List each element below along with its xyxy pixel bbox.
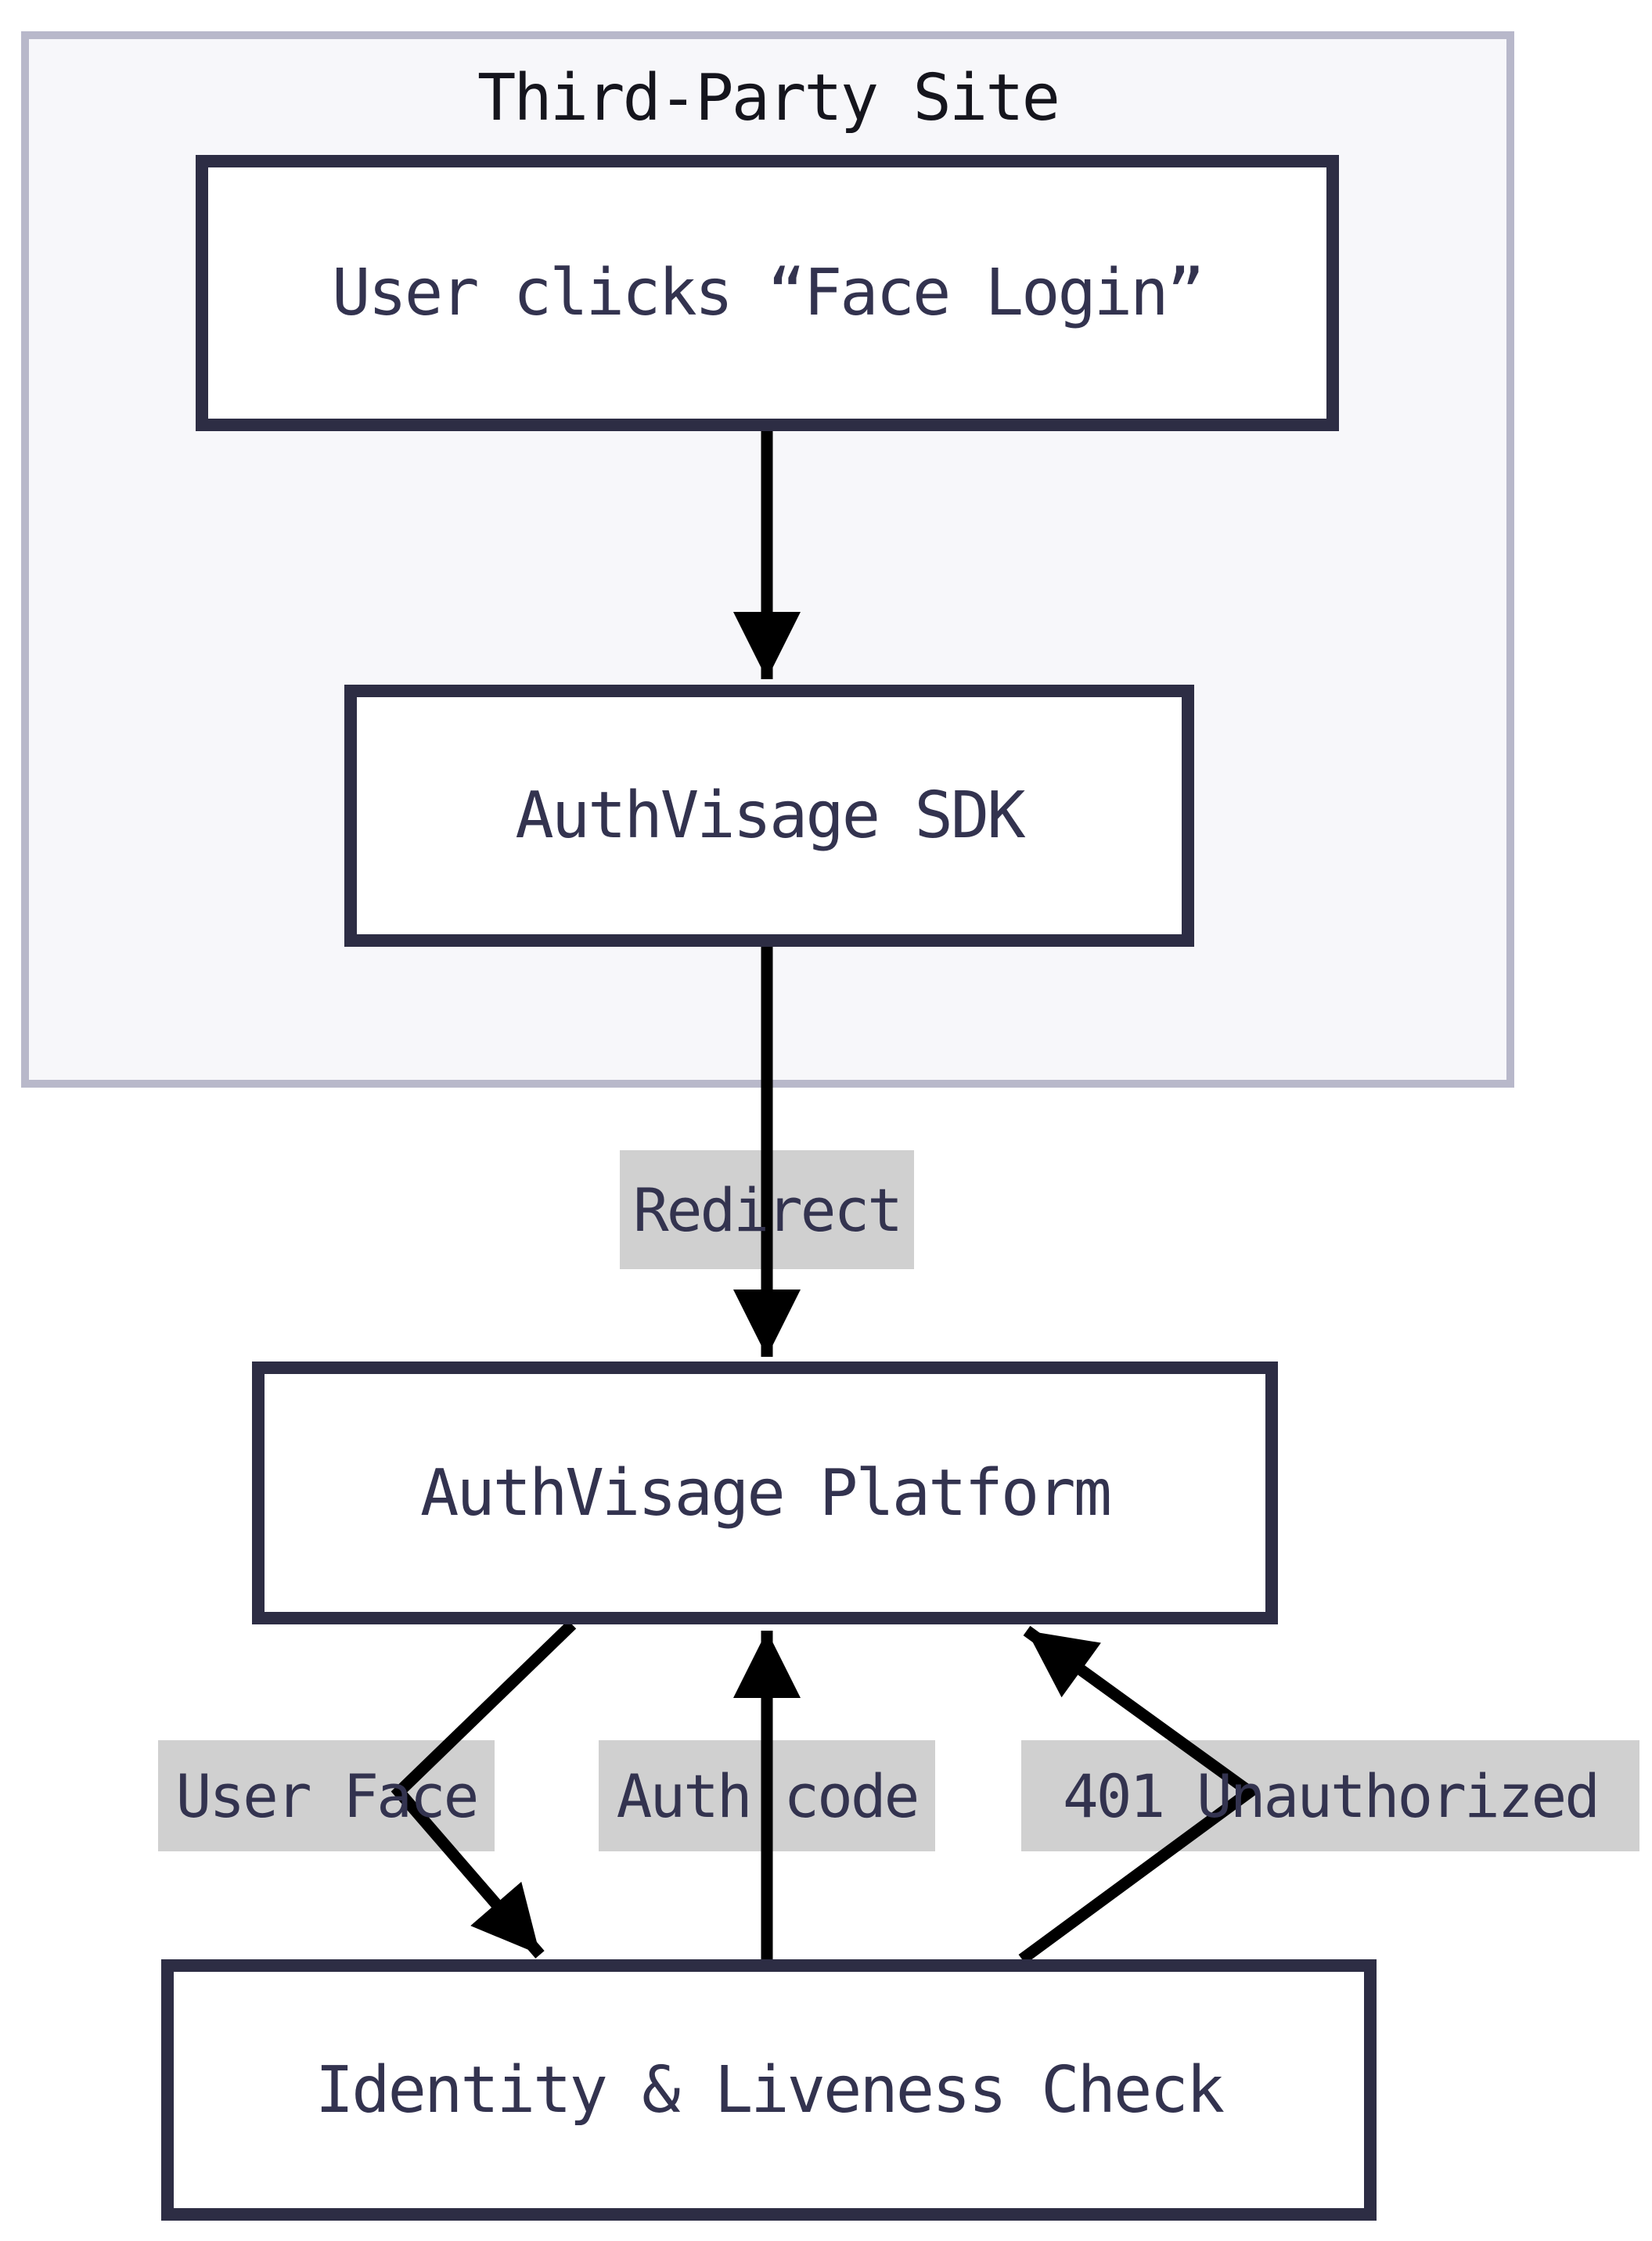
node-user-clicks-label: User clicks “Face Login” — [332, 256, 1205, 330]
node-identity-label: Identity & Liveness Check — [315, 2052, 1225, 2128]
edge-label-redirect: Redirect — [632, 1174, 903, 1245]
edge-label-401-unauthorized: 401 Unauthorized — [1062, 1761, 1600, 1831]
node-identity-liveness-check: Identity & Liveness Check — [161, 1959, 1377, 2221]
node-authvisage-platform: AuthVisage Platform — [252, 1362, 1278, 1624]
node-authvisage-sdk: AuthVisage SDK — [344, 685, 1194, 947]
edge-label-auth-code: Auth code — [616, 1761, 920, 1831]
edge-label-user-face: User Face — [175, 1761, 480, 1831]
node-user-clicks-face-login: User clicks “Face Login” — [196, 155, 1339, 431]
edge-label-401-background — [1021, 1740, 1639, 1851]
arrow-platform-to-identity-user-face — [391, 1620, 577, 1959]
node-platform-label: AuthVisage Platform — [420, 1455, 1112, 1531]
arrow-identity-to-platform-401 — [1018, 1625, 1260, 1965]
subgraph-title: Third-Party Site — [477, 61, 1060, 135]
node-sdk-label: AuthVisage SDK — [515, 779, 1025, 853]
